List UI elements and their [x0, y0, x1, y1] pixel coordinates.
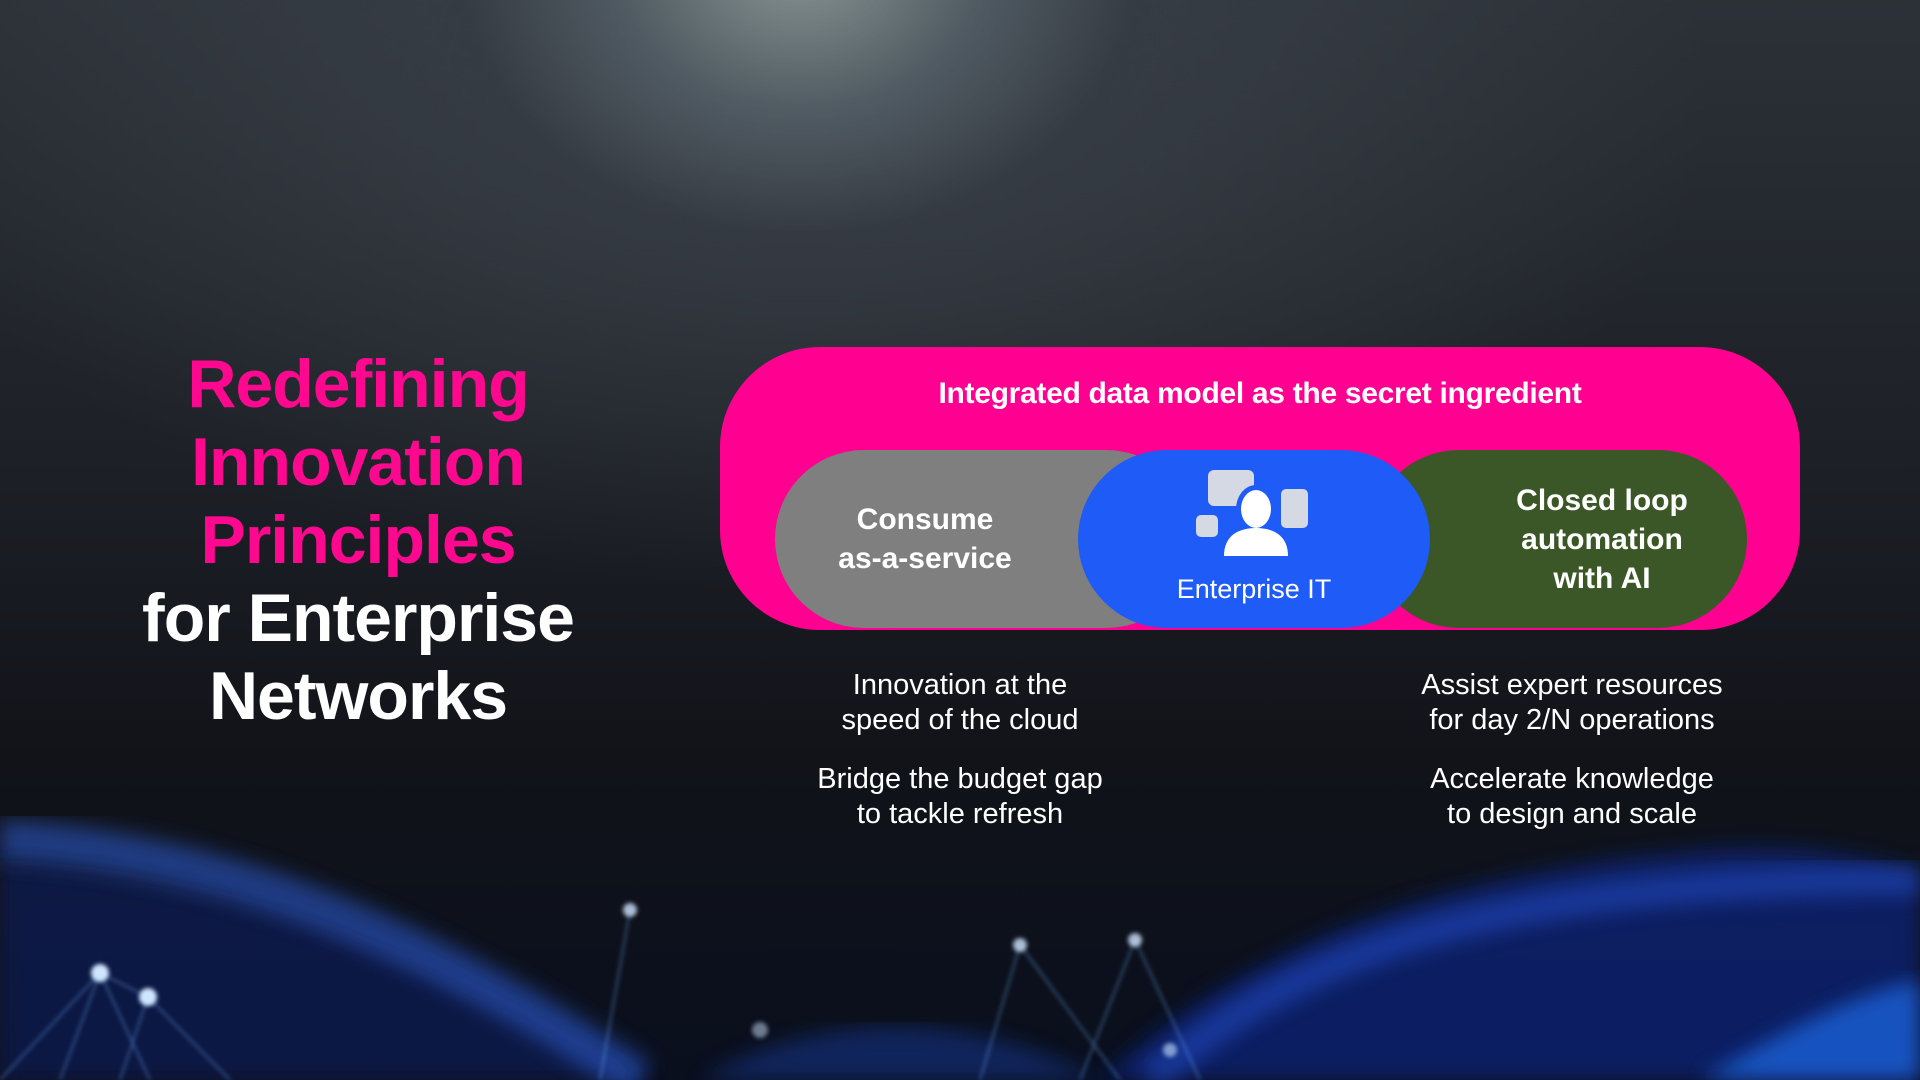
pill-label-line: with AI	[1553, 561, 1651, 595]
pill-label: Enterprise IT	[1176, 573, 1332, 604]
left-benefits-list: Innovation at the speed of the cloud Bri…	[750, 668, 1170, 856]
pill-label-line: Closed loop	[1516, 483, 1688, 517]
benefit-line: to tackle refresh	[856, 798, 1064, 830]
title-line: Redefining	[187, 346, 529, 422]
benefit-line: speed of the cloud	[841, 704, 1079, 736]
right-benefits-list: Assist expert resources for day 2/N oper…	[1362, 668, 1782, 856]
benefit-item: Assist expert resources for day 2/N oper…	[1362, 668, 1782, 738]
integrated-data-model-container: Integrated data model as the secret ingr…	[720, 347, 1800, 630]
slide-title: Redefining Innovation Principles for Ent…	[110, 345, 606, 735]
title-line: Networks	[208, 658, 508, 734]
network-waves-background	[0, 820, 1920, 1080]
title-line: for Enterprise	[142, 580, 575, 656]
enterprise-it-people-icon	[1196, 469, 1308, 556]
benefit-line: Bridge the budget gap	[817, 763, 1103, 795]
closed-loop-automation-pill: Closed loop automation with AI	[1370, 450, 1747, 628]
benefit-line: to design and scale	[1447, 798, 1697, 830]
benefit-line: Innovation at the	[852, 669, 1068, 701]
benefit-item: Accelerate knowledge to design and scale	[1362, 762, 1782, 832]
benefit-line: Assist expert resources	[1421, 669, 1723, 701]
title-line: Innovation	[191, 424, 526, 500]
title-line: Principles	[200, 502, 516, 578]
pill-label-line: as-a-service	[838, 542, 1012, 575]
pill-label-line: automation	[1521, 522, 1683, 556]
benefit-line: Accelerate knowledge	[1430, 763, 1714, 795]
pill-label-line: Consume	[856, 503, 994, 536]
benefit-line: for day 2/N operations	[1429, 704, 1715, 736]
benefit-item: Innovation at the speed of the cloud	[750, 668, 1170, 738]
enterprise-it-pill: Enterprise IT	[1078, 450, 1430, 628]
container-label: Integrated data model as the secret ingr…	[938, 377, 1582, 410]
benefit-item: Bridge the budget gap to tackle refresh	[750, 762, 1170, 832]
